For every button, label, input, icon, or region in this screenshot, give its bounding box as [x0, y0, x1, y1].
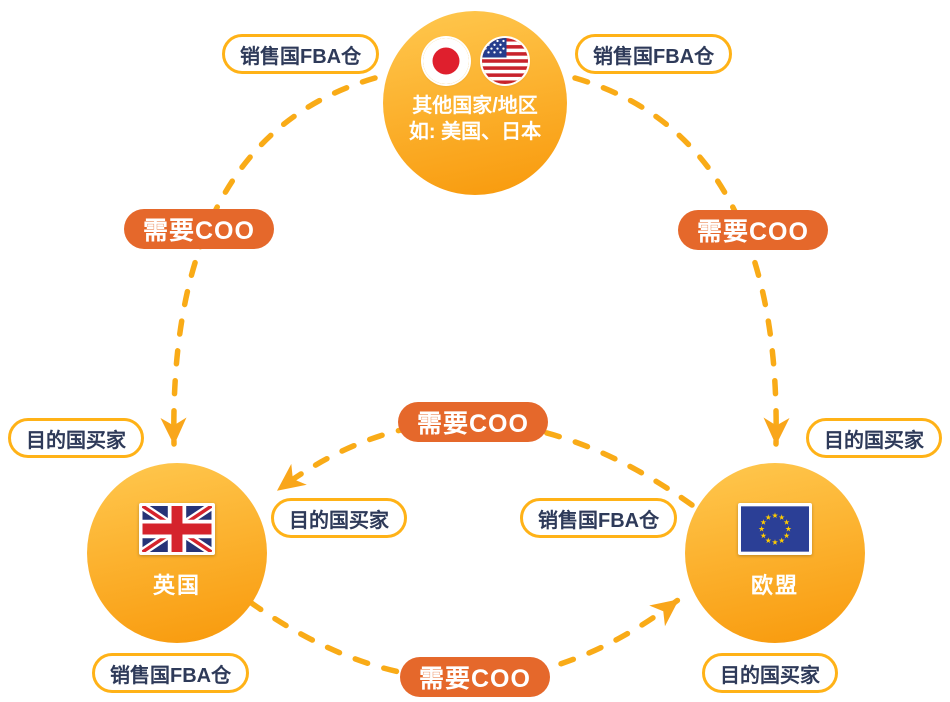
- node-eu: 欧盟: [685, 463, 865, 643]
- node-other-line2: 如: 美国、日本: [408, 121, 542, 143]
- arrow-eu-to-uk: [275, 419, 695, 508]
- arrow-other-to-eu: [572, 75, 790, 447]
- pill-fba-top-right: 销售国FBA仓: [575, 34, 733, 74]
- japan-flag-icon: [422, 38, 469, 84]
- coo-badge-left: 需要COO: [124, 209, 274, 249]
- arrow-uk-to-eu: [247, 597, 681, 683]
- eu-flag-icon: [738, 503, 812, 555]
- pill-buyer-bottom-right: 目的国买家: [702, 653, 838, 693]
- node-uk-label: 英国: [152, 573, 201, 598]
- pill-fba-mid-right: 销售国FBA仓: [520, 498, 678, 538]
- node-uk: 英国: [87, 463, 267, 643]
- node-eu-label: 欧盟: [750, 573, 799, 598]
- pill-buyer-far-left: 目的国买家: [8, 418, 144, 458]
- pill-fba-bottom-left: 销售国FBA仓: [92, 653, 250, 693]
- node-other-countries: 其他国家/地区 如: 美国、日本: [383, 11, 567, 195]
- uk-flag-icon: [139, 502, 215, 556]
- pill-buyer-far-right: 目的国买家: [806, 418, 942, 458]
- pill-buyer-mid-left: 目的国买家: [271, 498, 407, 538]
- node-flags: [422, 38, 528, 84]
- coo-badge-bottom: 需要COO: [400, 657, 550, 697]
- node-other-line1: 其他国家/地区: [412, 95, 538, 117]
- arrow-other-to-uk: [160, 75, 378, 447]
- coo-badge-middle: 需要COO: [398, 402, 548, 442]
- us-flag-icon: [481, 38, 528, 84]
- pill-fba-top-left: 销售国FBA仓: [222, 34, 380, 74]
- coo-badge-right: 需要COO: [678, 210, 828, 250]
